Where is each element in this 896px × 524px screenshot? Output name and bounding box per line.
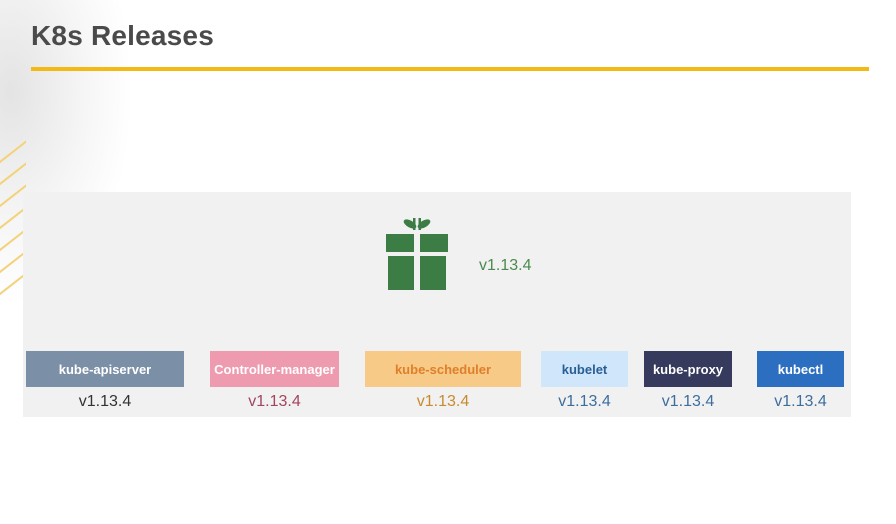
component-label-box: kubelet [541, 351, 628, 387]
component-kube-apiserver: kube-apiserver v1.13.4 [26, 351, 184, 410]
component-label-box: Controller-manager [210, 351, 339, 387]
slide-title: K8s Releases [31, 20, 214, 51]
component-kube-scheduler: kube-scheduler v1.13.4 [365, 351, 521, 410]
component-version: v1.13.4 [661, 393, 715, 410]
component-kube-proxy: kube-proxy v1.13.4 [644, 351, 732, 410]
component-kubectl: kubectl v1.13.4 [757, 351, 844, 410]
gift-icon [386, 214, 448, 290]
component-controller-manager: Controller-manager v1.13.4 [210, 351, 339, 410]
component-version: v1.13.4 [78, 393, 132, 410]
release-version: v1.13.4 [479, 257, 532, 274]
component-label-box: kube-apiserver [26, 351, 184, 387]
component-version: v1.13.4 [774, 393, 827, 410]
component-version: v1.13.4 [248, 393, 301, 410]
component-label-box: kube-scheduler [365, 351, 521, 387]
component-version: v1.13.4 [558, 393, 611, 410]
component-kubelet: kubelet v1.13.4 [541, 351, 628, 410]
component-label-box: kubectl [757, 351, 844, 387]
title-underline [31, 67, 869, 71]
component-version: v1.13.4 [416, 393, 470, 410]
component-label-box: kube-proxy [644, 351, 732, 387]
